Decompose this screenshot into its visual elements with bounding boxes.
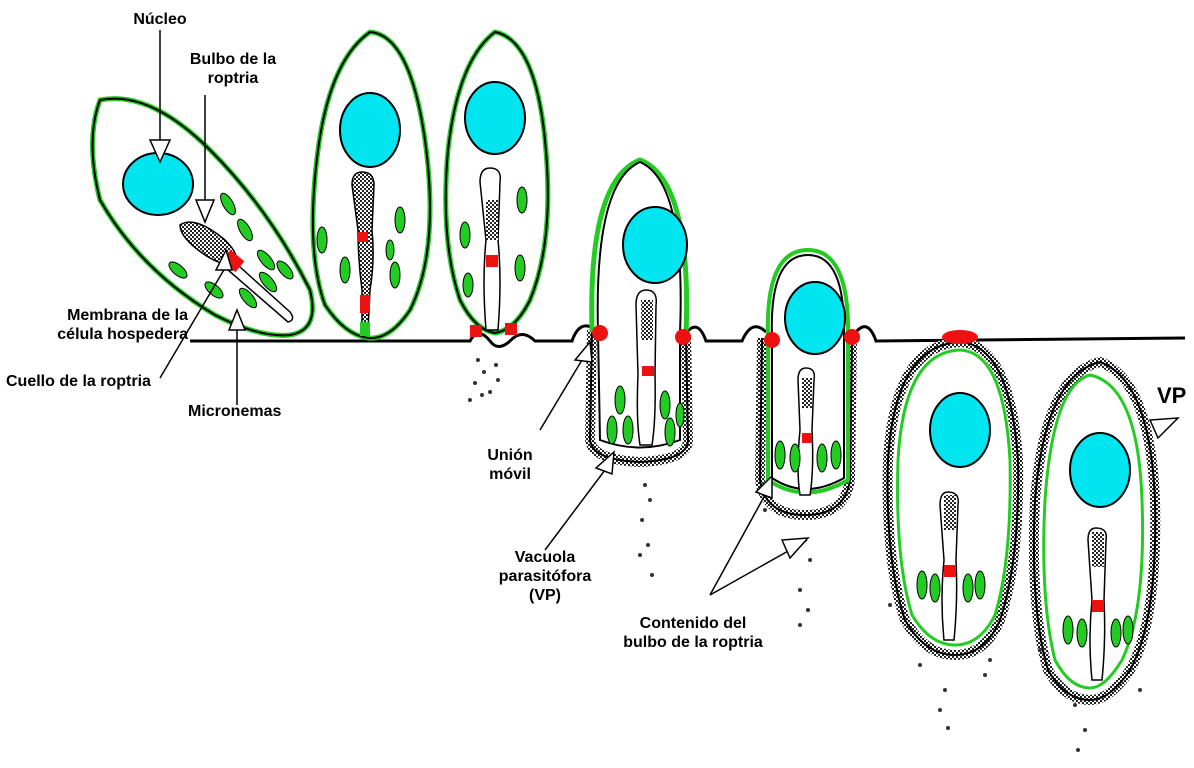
label-bulbo-roptria: Bulbo de la roptria <box>178 50 288 88</box>
nucleus <box>930 393 990 467</box>
nucleus <box>623 207 687 283</box>
label-membrana-hospedera: Membrana de la célula hospedera <box>18 306 188 344</box>
label-vacuola-parasitofora: Vacuola parasitófora (VP) <box>470 548 620 605</box>
parasite-stage-2 <box>313 32 430 338</box>
label-union-movil: Unión móvil <box>470 446 550 484</box>
nucleus <box>123 153 193 215</box>
nucleus <box>340 93 400 167</box>
label-nucleo: Núcleo <box>118 10 202 29</box>
rhoptry-content-release <box>468 358 500 402</box>
label-micronemas: Micronemas <box>188 402 308 421</box>
parasite-stage-7 <box>1034 362 1155 752</box>
nucleus <box>785 282 845 354</box>
parasite-stage-6 <box>888 330 1019 730</box>
parasite-stage-4 <box>590 160 691 577</box>
nucleus <box>1070 433 1130 507</box>
nucleus <box>465 82 525 154</box>
label-contenido-bulbo: Contenido del bulbo de la roptria <box>598 614 788 652</box>
label-cuello-roptria: Cuello de la roptria <box>6 372 206 391</box>
label-vp: VP <box>1157 384 1193 408</box>
parasite-stage-5 <box>760 250 860 627</box>
